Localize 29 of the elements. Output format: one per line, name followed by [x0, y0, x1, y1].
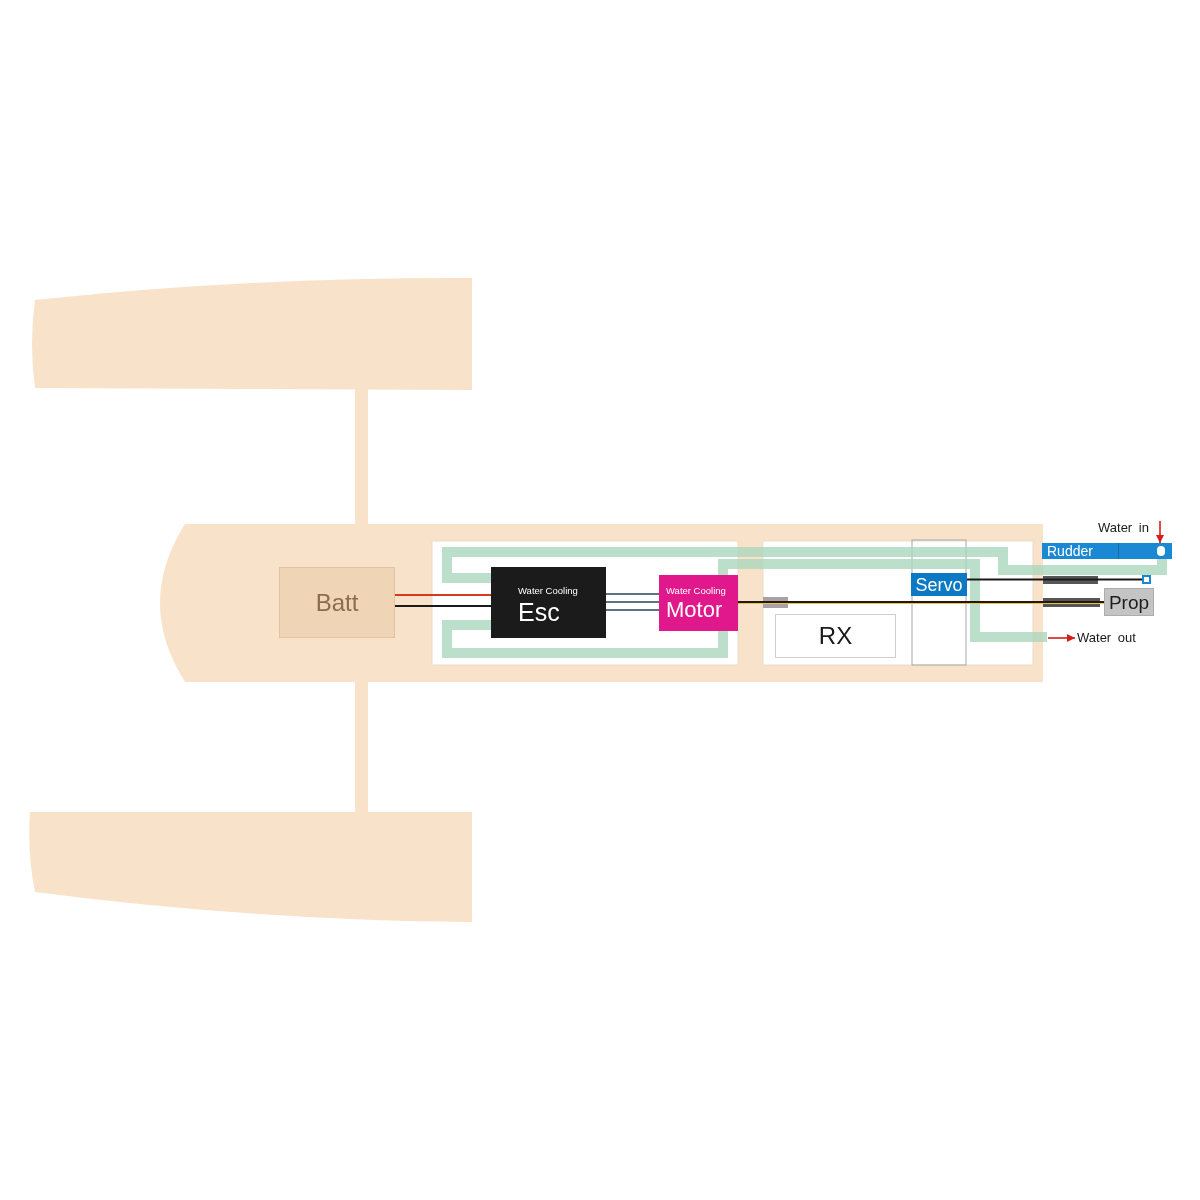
component-label: Servo — [915, 575, 963, 594]
component-label: Esc — [518, 599, 560, 625]
cooling-tube — [442, 620, 728, 658]
component-label: RX — [818, 624, 853, 648]
caption-text: Water Cooling — [518, 586, 578, 596]
receiver-box — [775, 614, 896, 658]
flow-label: Water out — [1077, 630, 1147, 646]
component-label: Motor — [666, 598, 723, 621]
motor-box — [659, 575, 738, 631]
cooling-tube — [718, 559, 1047, 642]
component-label: Batt — [315, 590, 359, 615]
component-label: Rudder — [1047, 544, 1093, 558]
flow-label: Water in — [1098, 520, 1161, 536]
flow-arrow — [1047, 634, 1076, 642]
rudder-bar — [1042, 543, 1172, 559]
motor-wire — [605, 601, 660, 603]
rudder-horn-icon — [1142, 575, 1151, 584]
prop-shaft — [738, 601, 1104, 604]
servo-pushrod — [966, 578, 1143, 581]
esc-box — [491, 567, 606, 638]
battery-box — [279, 567, 395, 638]
power-wire — [394, 594, 492, 596]
caption-text: Water Cooling — [666, 586, 726, 596]
cooling-tube — [442, 547, 1167, 583]
component-label: Prop — [1108, 592, 1150, 612]
motor-wire — [605, 609, 660, 611]
power-wire — [394, 605, 492, 607]
motor-wire — [605, 593, 660, 595]
flow-arrow — [1156, 520, 1164, 544]
